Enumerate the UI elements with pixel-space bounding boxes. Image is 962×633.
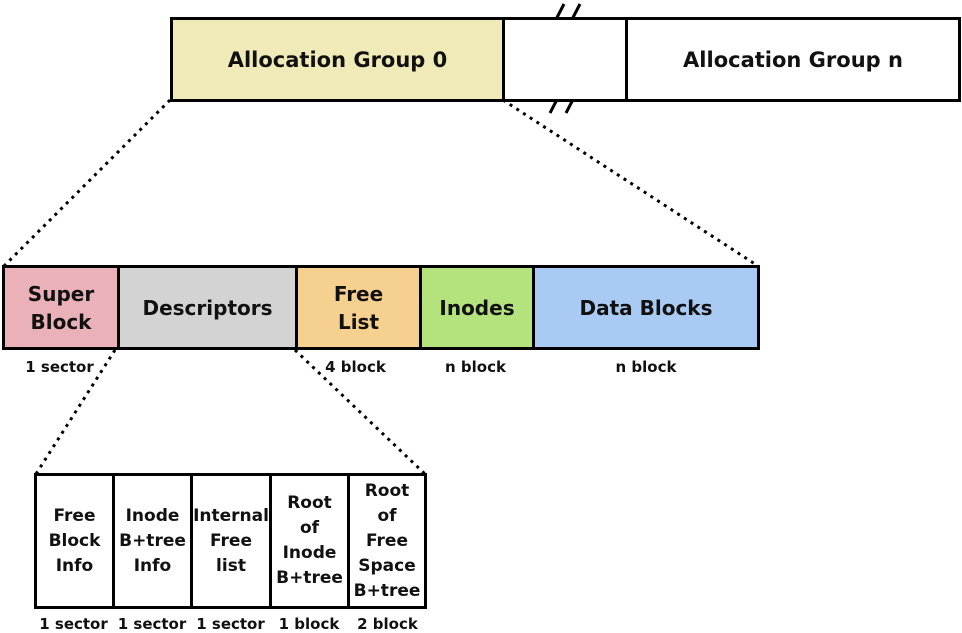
descriptors-label: Descriptors bbox=[142, 295, 273, 320]
root-free-space-btree-label: Root of Free Space B+tree bbox=[353, 480, 421, 601]
allocation-group-layout: Super Block Descriptors Free List Inodes… bbox=[2, 265, 760, 350]
free-block-info-size: 1 sector bbox=[39, 615, 108, 633]
inode-btree-info-segment: Inode B+tree Info bbox=[115, 476, 190, 606]
allocation-group-n: Allocation Group n bbox=[625, 17, 961, 102]
root-free-space-btree-segment: Root of Free Space B+tree bbox=[350, 476, 424, 606]
free-block-info-segment: Free Block Info bbox=[37, 476, 112, 606]
root-inode-btree-label: Root of Inode B+tree bbox=[276, 493, 343, 588]
allocation-group-0-label: Allocation Group 0 bbox=[227, 47, 448, 72]
root-free-space-btree-size: 2 block bbox=[357, 615, 418, 633]
data-blocks-label: Data Blocks bbox=[579, 295, 713, 320]
descriptor-detail-row: Free Block Info Inode B+tree Info Intern… bbox=[34, 473, 427, 609]
inode-btree-info-label: Inode B+tree Info bbox=[119, 505, 186, 576]
allocation-group-n-label: Allocation Group n bbox=[683, 47, 903, 72]
zoom-line-group-left bbox=[2, 98, 172, 268]
allocation-group-row: Allocation Group 0 Allocation Group n bbox=[170, 17, 961, 102]
zoom-line-descriptors-right bbox=[293, 348, 427, 476]
data-blocks-size: n block bbox=[615, 358, 677, 376]
inodes-segment: Inodes bbox=[422, 268, 532, 347]
allocation-group-0: Allocation Group 0 bbox=[170, 17, 505, 102]
super-block-size: 1 sector bbox=[25, 358, 94, 376]
allocation-group-gap bbox=[502, 17, 628, 102]
data-blocks-segment: Data Blocks bbox=[535, 268, 757, 347]
free-list-size: 4 block bbox=[325, 358, 386, 376]
free-block-info-label: Free Block Info bbox=[48, 505, 101, 576]
zoom-line-descriptors-left bbox=[34, 349, 117, 475]
zoom-line-group-right bbox=[502, 98, 759, 268]
inodes-size: n block bbox=[445, 358, 506, 376]
descriptors-segment: Descriptors bbox=[120, 268, 295, 347]
super-block-label: Super Block bbox=[27, 281, 95, 334]
free-list-label: Free List bbox=[333, 281, 384, 334]
super-block-segment: Super Block bbox=[5, 268, 117, 347]
internal-free-list-segment: Internal Free list bbox=[193, 476, 269, 606]
root-inode-btree-size: 1 block bbox=[278, 615, 340, 633]
inode-btree-info-size: 1 sector bbox=[117, 615, 187, 633]
internal-free-list-size: 1 sector bbox=[196, 615, 265, 633]
free-list-segment: Free List bbox=[298, 268, 419, 347]
root-inode-btree-segment: Root of Inode B+tree bbox=[272, 476, 347, 606]
inodes-label: Inodes bbox=[439, 295, 515, 320]
internal-free-list-label: Internal Free list bbox=[193, 505, 269, 576]
